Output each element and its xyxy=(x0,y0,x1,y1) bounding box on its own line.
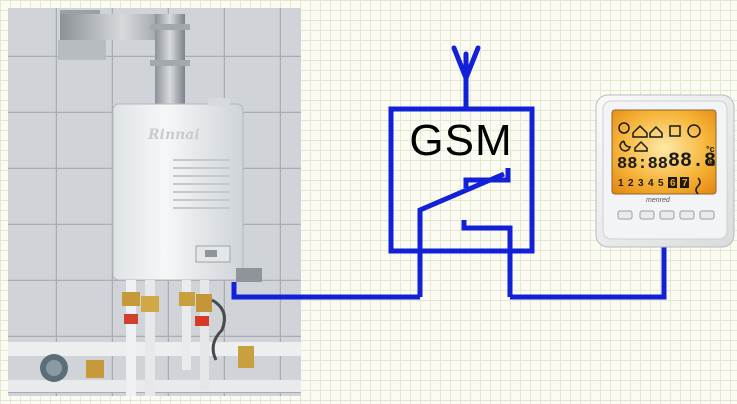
thermostat-display xyxy=(611,109,717,195)
mode-button xyxy=(639,210,655,220)
boiler-photo: Rinnai xyxy=(8,8,301,396)
day-label: 6 xyxy=(670,178,676,189)
house-icon xyxy=(649,125,663,138)
moon-icon xyxy=(619,140,631,152)
up-button xyxy=(679,210,695,220)
hand-icon xyxy=(669,125,681,137)
day-label: 2 xyxy=(628,178,634,189)
thermostat-brand-logo: menred xyxy=(646,197,671,204)
display-time-readout: 88:88 xyxy=(617,155,668,174)
house-icon xyxy=(634,140,648,152)
display-days: 1 2 3 4 5 6 7 xyxy=(618,177,689,189)
flue-pipe xyxy=(58,10,190,114)
display-temperature-readout: 88.8 xyxy=(668,150,716,173)
gas-boiler: Rinnai xyxy=(112,98,244,281)
day-label: 5 xyxy=(658,178,664,189)
display-unit-percent: % xyxy=(707,158,715,168)
day-label: 3 xyxy=(638,178,644,189)
boiler-pipes xyxy=(8,268,301,396)
antenna-icon xyxy=(451,45,481,112)
sun-icon xyxy=(618,122,630,134)
thermostat-buttons xyxy=(617,210,715,220)
day-label: 1 xyxy=(618,178,624,189)
wires xyxy=(231,246,667,300)
day-label: 4 xyxy=(648,178,654,189)
thermostat: 88:88 88.8 °c % 1 2 3 4 5 6 7 menred xyxy=(595,94,735,248)
down-button xyxy=(699,210,715,220)
power-button xyxy=(617,210,633,220)
house-icon xyxy=(632,124,648,138)
clock-icon xyxy=(687,124,701,138)
boiler-brand-logo: Rinnai xyxy=(147,127,200,143)
gsm-module-label: GSM xyxy=(409,116,513,165)
wire-gsm-to-thermostat xyxy=(510,246,667,300)
boiler-vent xyxy=(173,159,230,209)
heating-icon xyxy=(695,177,701,195)
display-icons xyxy=(618,122,701,152)
day-label: 7 xyxy=(682,178,688,189)
wire-boiler-to-gsm xyxy=(231,282,420,300)
display-unit-celsius: °c xyxy=(706,144,715,154)
relay-switch xyxy=(417,168,513,297)
gsm-module-box xyxy=(388,106,535,254)
gsm-module xyxy=(388,45,535,297)
program-button xyxy=(659,210,675,220)
